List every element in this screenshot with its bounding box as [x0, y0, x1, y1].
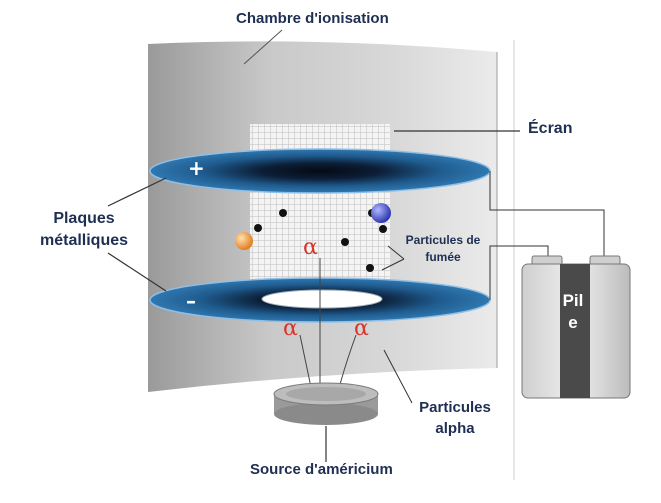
alpha-symbol: α	[303, 235, 318, 260]
screen-label: Écran	[528, 120, 573, 137]
plus-sign: +	[188, 156, 205, 180]
americium-source-dish	[273, 382, 379, 425]
alpha-particles-label: Particules alpha	[419, 399, 491, 437]
alpha-symbol: α	[283, 316, 298, 341]
minus-sign: –	[186, 289, 196, 313]
battery	[521, 255, 631, 399]
negative-ion-sphere	[371, 203, 391, 223]
positive-ion-sphere	[235, 232, 253, 250]
americium-source-label: Source d'américium	[250, 461, 393, 478]
plates-label: Plaques métalliques	[39, 210, 129, 249]
alpha-symbol: α	[354, 316, 369, 341]
bottom-plate-hole	[261, 289, 383, 309]
chamber-label: Chambre d'ionisation	[236, 10, 389, 27]
smoke-particles-label: Particules de fumée	[405, 233, 481, 264]
battery-label: Pile	[562, 291, 584, 332]
top-plate	[150, 149, 490, 193]
